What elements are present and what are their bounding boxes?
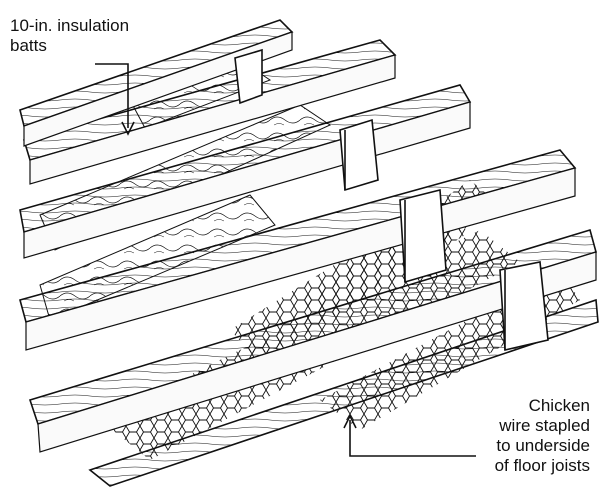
- joist-6: [88, 298, 599, 487]
- chicken-wire-label-line-1: Chicken: [528, 396, 590, 415]
- insulation-leader: [95, 63, 129, 128]
- insulation-arrowhead: [121, 121, 135, 136]
- blocking: [234, 48, 549, 351]
- wire-arrowhead: [343, 414, 357, 429]
- chicken-wire-callout: Chicken wire stapled to underside of flo…: [495, 396, 590, 476]
- leader-lines: [95, 63, 476, 457]
- chicken-wire-label-line-3: to underside: [496, 436, 590, 455]
- chicken-wire-label-line-4: of floor joists: [494, 456, 590, 475]
- wire-leader: [349, 420, 476, 457]
- insulation-label-line-1: 10-in. insulation: [10, 16, 130, 35]
- chicken-wire-label-line-2: wire stapled: [499, 416, 590, 435]
- insulation-callout: 10-in. insulation batts: [10, 16, 129, 56]
- insulation-label-line-2: batts: [10, 36, 47, 55]
